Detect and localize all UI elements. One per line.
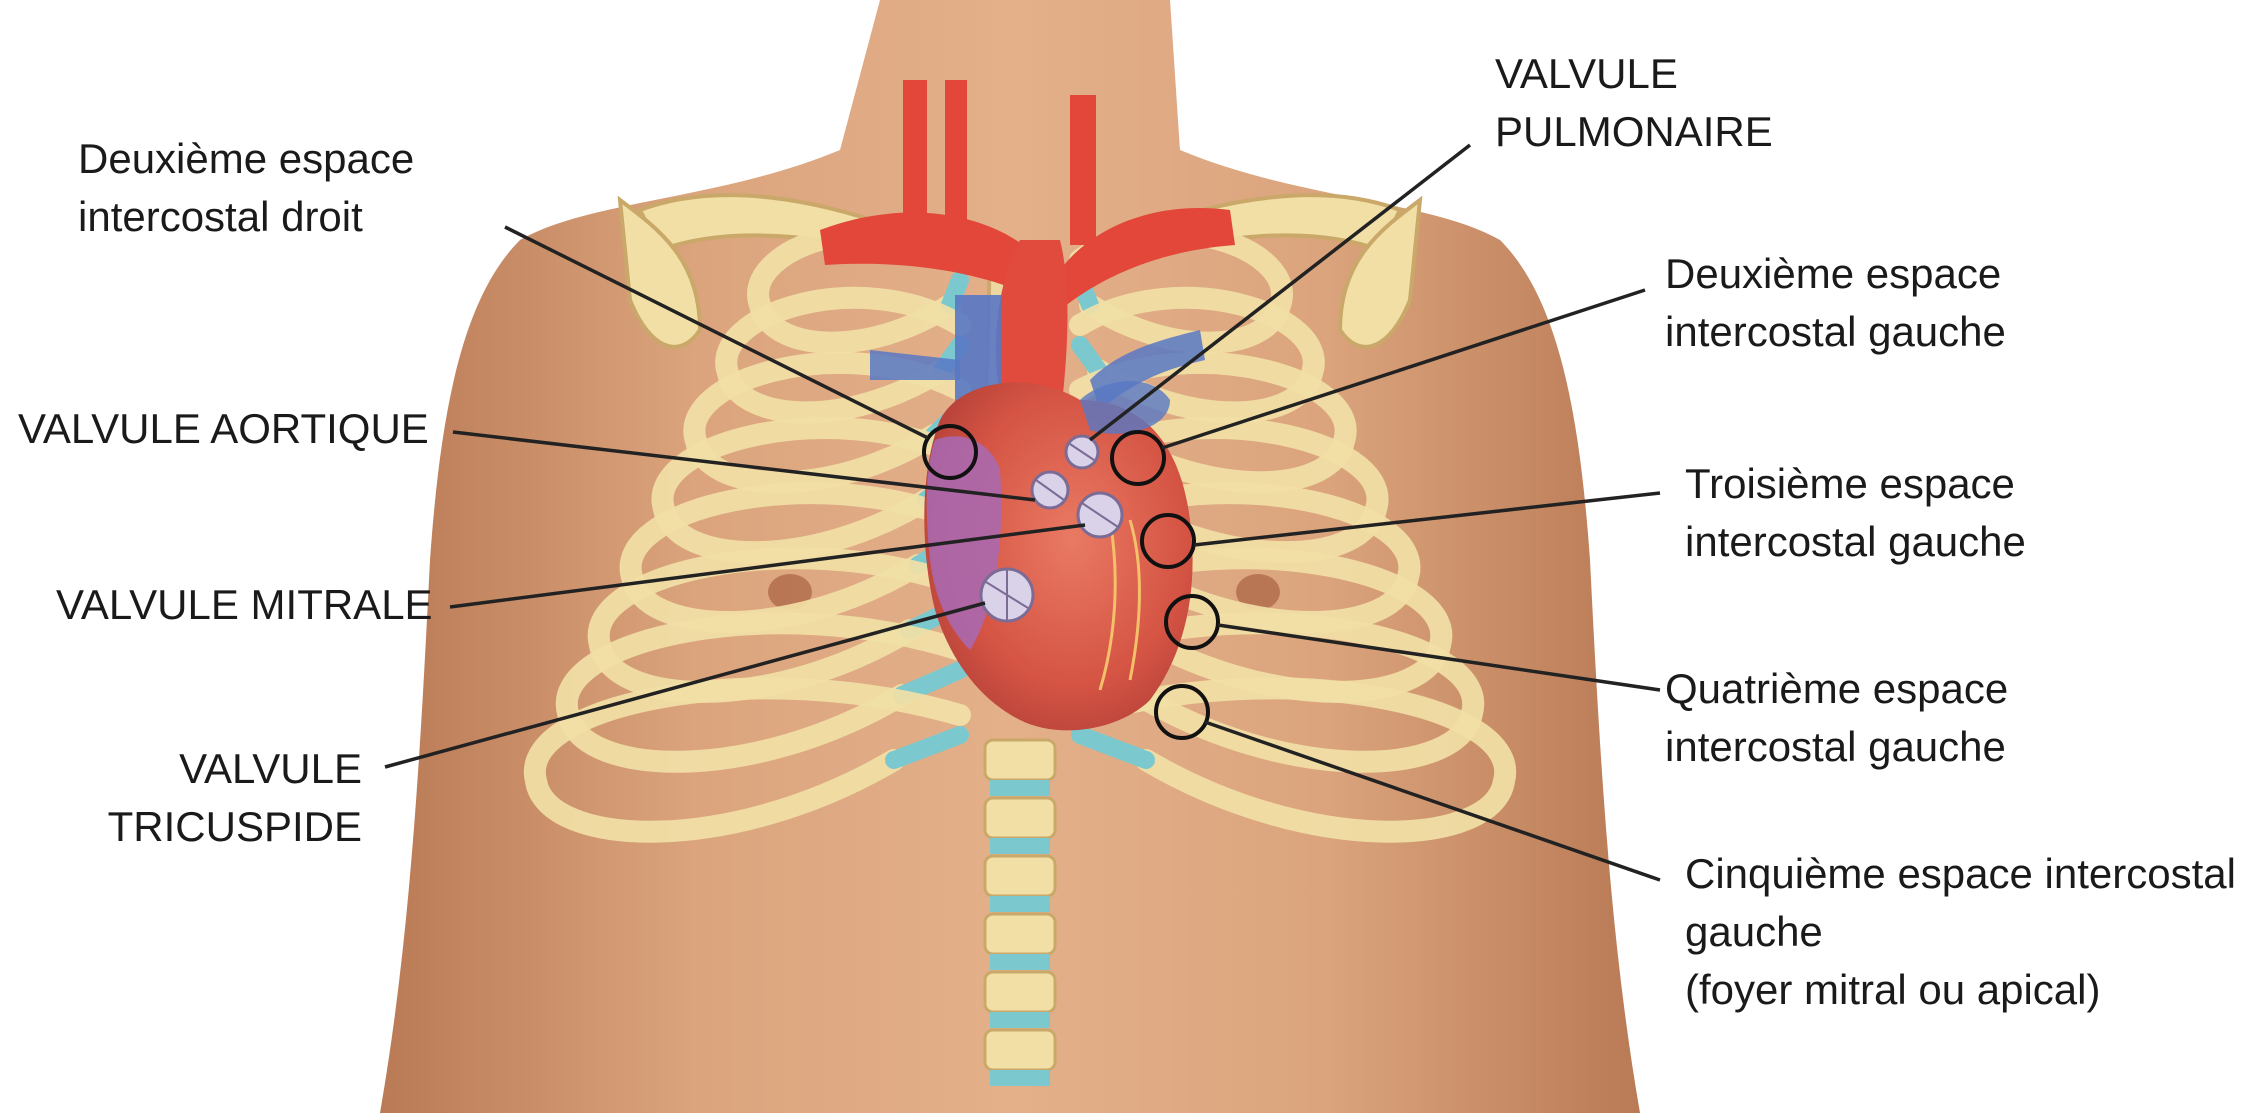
label-line: VALVULE xyxy=(108,740,362,798)
vertebra xyxy=(985,972,1055,1012)
label-line: VALVULE xyxy=(1495,45,1773,103)
label-deuxieme-espace-droit: Deuxième espace intercostal droit xyxy=(78,130,414,246)
label-line: Cinquième espace intercostal xyxy=(1685,845,2236,903)
label-troisieme-espace-gauche: Troisième espace intercostal gauche xyxy=(1685,455,2026,571)
label-line: Quatrième espace xyxy=(1665,660,2008,718)
pulmonary-valve xyxy=(1066,436,1098,468)
vertebra xyxy=(985,798,1055,838)
intervertebral-disc xyxy=(990,1012,1050,1028)
intervertebral-disc xyxy=(990,896,1050,912)
label-line: intercostal droit xyxy=(78,188,414,246)
vertebra xyxy=(985,740,1055,780)
label-line: VALVULE AORTIQUE xyxy=(18,400,429,458)
label-line: Deuxième espace xyxy=(78,130,414,188)
label-deuxieme-espace-gauche: Deuxième espace intercostal gauche xyxy=(1665,245,2006,361)
intervertebral-disc xyxy=(990,1070,1050,1086)
label-line: intercostal gauche xyxy=(1665,303,2006,361)
spine xyxy=(985,740,1055,1086)
label-valvule-pulmonaire: VALVULE PULMONAIRE xyxy=(1495,45,1773,161)
label-line: VALVULE MITRALE xyxy=(56,576,433,634)
label-line: (foyer mitral ou apical) xyxy=(1685,961,2236,1019)
intervertebral-disc xyxy=(990,780,1050,796)
label-line: Deuxième espace xyxy=(1665,245,2006,303)
label-line: PULMONAIRE xyxy=(1495,103,1773,161)
label-line: intercostal gauche xyxy=(1665,718,2008,776)
intervertebral-disc xyxy=(990,838,1050,854)
label-line: intercostal gauche xyxy=(1685,513,2026,571)
aortic-valve xyxy=(1032,472,1068,508)
tricuspid-valve xyxy=(981,569,1033,621)
label-quatrieme-espace-gauche: Quatrième espace intercostal gauche xyxy=(1665,660,2008,776)
mitral-valve xyxy=(1078,493,1122,537)
vertebra xyxy=(985,856,1055,896)
label-valvule-aortique: VALVULE AORTIQUE xyxy=(18,400,429,458)
label-cinquieme-espace-gauche: Cinquième espace intercostal gauche (foy… xyxy=(1685,845,2236,1019)
label-line: gauche xyxy=(1685,903,2236,961)
vertebra xyxy=(985,914,1055,954)
vertebra xyxy=(985,1030,1055,1070)
intervertebral-disc xyxy=(990,954,1050,970)
label-valvule-mitrale: VALVULE MITRALE xyxy=(56,576,433,634)
label-valvule-tricuspide: VALVULE TRICUSPIDE xyxy=(108,740,362,856)
label-line: TRICUSPIDE xyxy=(108,798,362,856)
label-line: Troisième espace xyxy=(1685,455,2026,513)
